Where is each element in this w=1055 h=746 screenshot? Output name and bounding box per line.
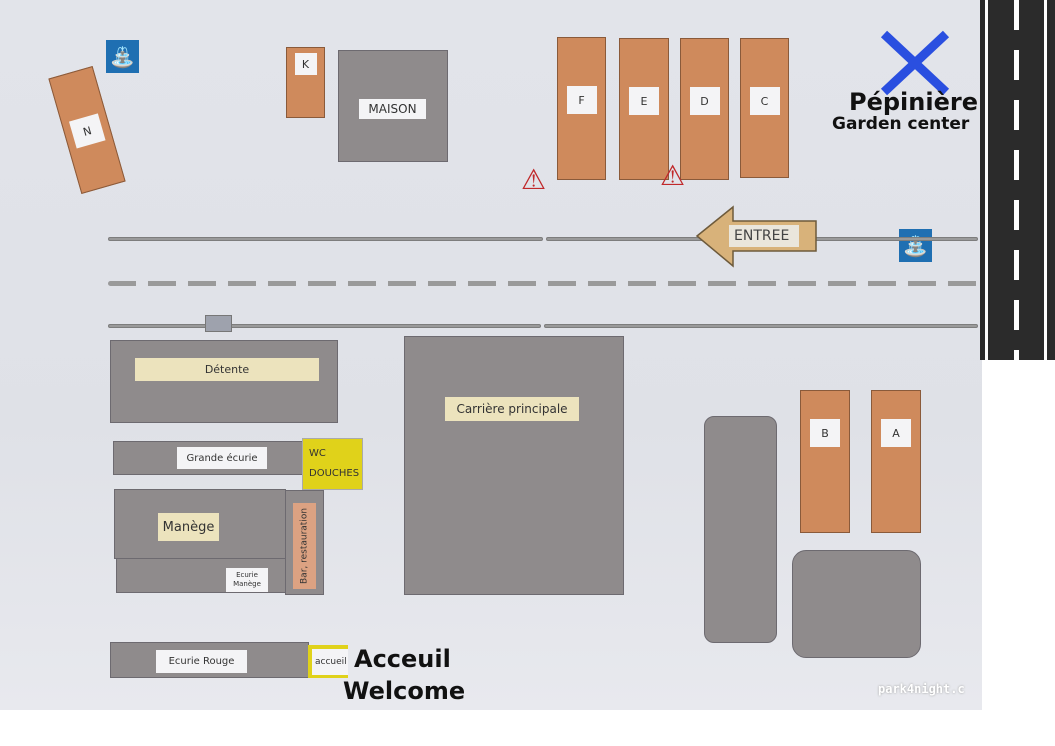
building-label: Grande écurie bbox=[177, 447, 267, 469]
building-ecurie-manege: Ecurie Manège bbox=[116, 558, 286, 593]
welcome-label: Welcome bbox=[343, 677, 466, 705]
building-f: F bbox=[557, 37, 606, 180]
lane-divider bbox=[108, 281, 978, 286]
garden-center-label: Garden center bbox=[832, 114, 970, 134]
building-label: MAISON bbox=[359, 99, 426, 119]
building-label: K bbox=[294, 53, 317, 75]
building-label: B bbox=[810, 419, 840, 447]
location-marker-x-icon bbox=[880, 30, 950, 96]
building-label: D bbox=[689, 87, 720, 115]
pepiniere-label: Pépinière bbox=[849, 88, 978, 116]
electric-warning-icon: ⚠ bbox=[660, 159, 686, 192]
building-label: DOUCHES bbox=[309, 468, 360, 479]
watermark: park4night.c bbox=[878, 682, 965, 696]
building-wc-douches: WC DOUCHES bbox=[302, 438, 363, 490]
building-manege: Manège bbox=[114, 489, 286, 559]
building-bar: Bar, restauration bbox=[285, 490, 324, 595]
building-detente: Détente bbox=[110, 340, 338, 423]
building-d: D bbox=[680, 38, 729, 180]
building-label: A bbox=[881, 419, 911, 447]
building-label: Détente bbox=[135, 358, 319, 381]
building-ecurie-rouge: Ecurie Rouge bbox=[110, 642, 309, 678]
building-c: C bbox=[740, 38, 789, 178]
building-e: E bbox=[619, 38, 669, 180]
building-label: Bar, restauration bbox=[293, 503, 316, 589]
electric-warning-icon: ⚠ bbox=[521, 163, 547, 196]
building-label: C bbox=[749, 87, 780, 115]
building-accueil: accueil bbox=[308, 645, 348, 678]
building-label: E bbox=[629, 87, 659, 115]
building-maison: MAISON bbox=[338, 50, 448, 162]
building-carriere: Carrière principale bbox=[404, 336, 624, 595]
entrance-arrow bbox=[695, 205, 817, 268]
main-road bbox=[980, 0, 1055, 360]
parking-area bbox=[792, 550, 921, 658]
building-label: WC bbox=[309, 448, 326, 459]
building-label: Carrière principale bbox=[445, 397, 579, 421]
parking-area bbox=[704, 416, 777, 643]
building-label: Ecurie Manège bbox=[226, 568, 268, 592]
building-grande-ecurie: Grande écurie bbox=[113, 441, 303, 475]
building-k: K bbox=[286, 47, 325, 118]
building-label: Ecurie Rouge bbox=[156, 650, 247, 673]
acceuil-label: Acceuil bbox=[354, 645, 451, 673]
water-tap-icon: ⛲ bbox=[106, 40, 139, 73]
building-a: A bbox=[871, 390, 921, 533]
building-label: Manège bbox=[158, 513, 219, 541]
building-label: F bbox=[566, 86, 597, 114]
entrance-label: ENTREE bbox=[734, 228, 790, 244]
building-label: N bbox=[68, 113, 106, 149]
gate bbox=[205, 315, 232, 332]
building-b: B bbox=[800, 390, 850, 533]
water-tap-icon: ⛲ bbox=[899, 229, 932, 262]
building-label: accueil bbox=[312, 649, 348, 675]
